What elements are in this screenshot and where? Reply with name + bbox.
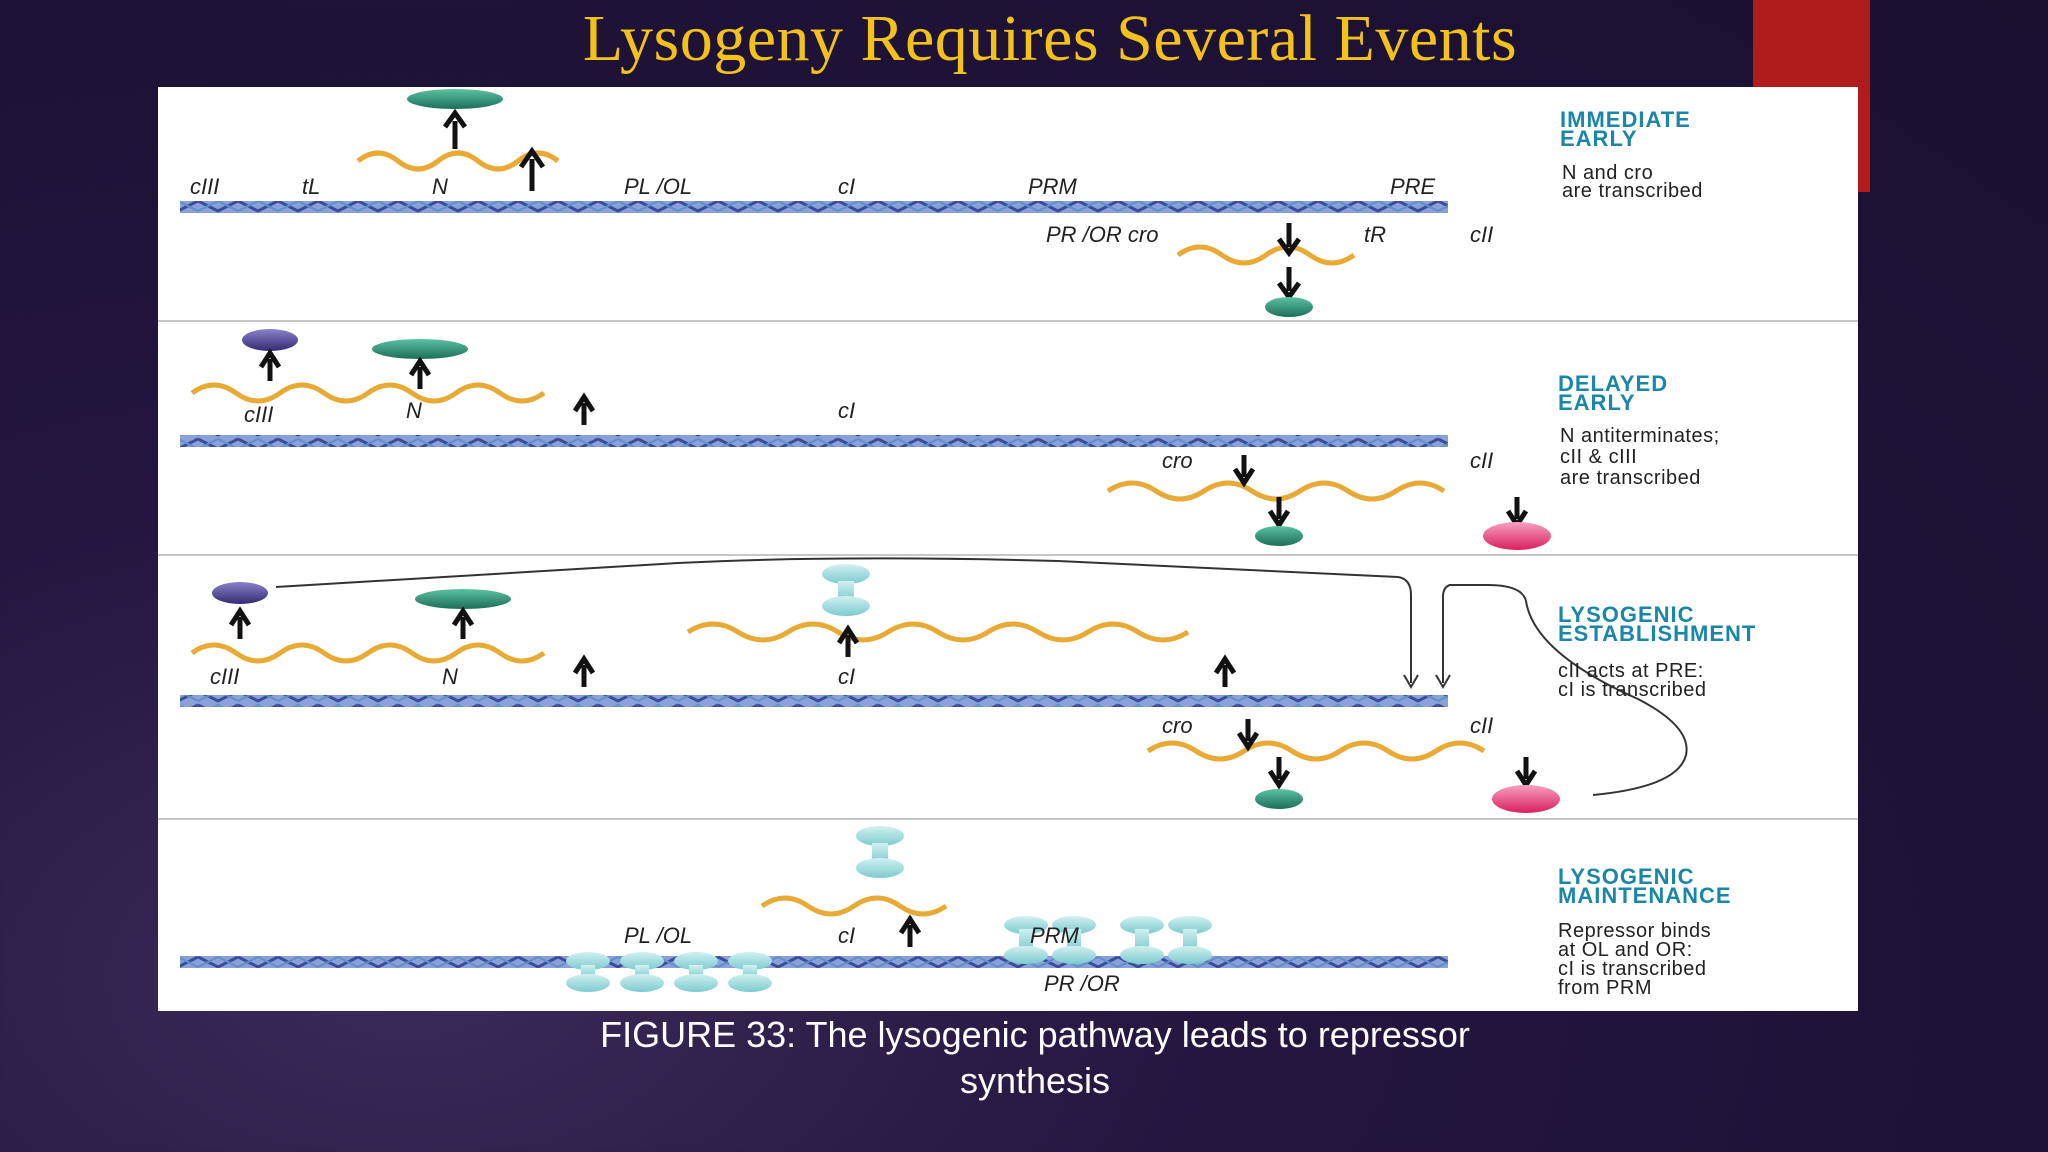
promoter-label-pl-ol: PL /OL [624,174,692,199]
phase-description: N antiterminates; [1560,425,1720,447]
ciii-protein [212,582,268,604]
mrna-transcript [688,624,1188,640]
promoter-label-pl-ol: PL /OL [624,923,692,948]
cro-protein [1255,526,1303,546]
down-arrow-icon [1517,757,1535,785]
gene-label-ci: cI [838,664,855,689]
gene-label-cii: cII [1470,713,1493,738]
n-protein [372,339,468,359]
figure-svg: cIII tL N PL /OL cI PRM PRE PR /OR cro t… [158,87,1858,1011]
up-arrow-icon [231,611,249,639]
gene-label-ci: cI [838,398,855,423]
dna-strand [180,956,1448,968]
up-arrow-icon [261,353,279,381]
promoter-label-pr-or-cro: PR /OR cro [1046,222,1158,247]
gene-label-n: N [442,664,458,689]
lysogeny-figure: cIII tL N PL /OL cI PRM PRE PR /OR cro t… [158,87,1858,1011]
up-arrow-icon [575,659,593,687]
gene-label-ciii: cIII [190,174,219,199]
phase-title: ESTABLISHMENT [1558,621,1756,646]
panel-immediate-early: cIII tL N PL /OL cI PRM PRE PR /OR cro t… [180,89,1703,317]
phase-description: cII & cIII [1560,446,1637,468]
down-arrow-icon [1508,497,1526,525]
promoter-label-pre: PRE [1390,174,1436,199]
repressor-dimer [856,826,904,878]
mrna-transcript [1178,247,1354,263]
figure-caption: FIGURE 33: The lysogenic pathway leads t… [500,1012,1570,1104]
gene-label-cro: cro [1162,713,1193,738]
gene-label-cii: cII [1470,448,1493,473]
caption-line: FIGURE 33: The lysogenic pathway leads t… [500,1012,1570,1058]
down-arrow-icon [1279,267,1299,297]
phase-title: MAINTENANCE [1558,883,1732,908]
slide-title: Lysogeny Requires Several Events [0,0,2048,78]
gene-label-cro: cro [1162,448,1193,473]
gene-label-tl: tL [302,174,320,199]
up-arrow-icon [901,919,919,947]
up-arrow-icon [445,113,465,149]
phase-description: cI is transcribed [1558,679,1707,701]
n-protein [407,89,503,109]
gene-label-ci: cI [838,174,855,199]
down-arrow-icon [1270,757,1288,785]
gene-label-ci: cI [838,923,855,948]
mrna-transcript [762,898,946,914]
repressor-dimer [822,564,870,616]
up-arrow-icon [411,361,429,389]
gene-label-ciii: cIII [210,664,239,689]
cro-protein [1255,789,1303,809]
gene-label-tr: tR [1364,222,1386,247]
n-protein [415,589,511,609]
mrna-transcript [1108,483,1444,499]
phase-description: are transcribed [1562,180,1703,202]
caption-line: synthesis [500,1058,1570,1104]
cii-protein [1492,785,1560,813]
down-arrow-icon [1235,455,1253,483]
mrna-transcript [192,385,544,401]
promoter-label-prm: PRM [1030,923,1080,948]
panel-delayed-early: cIII N cI cro cII DELAYED EARLY N antite… [180,329,1720,550]
gene-label-n: N [432,174,448,199]
phase-description: are transcribed [1560,467,1701,489]
phase-description: from PRM [1558,977,1652,999]
cro-protein [1265,297,1313,317]
promoter-label-prm: PRM [1028,174,1078,199]
up-arrow-icon [1216,659,1234,687]
promoter-label-pr-or: PR /OR [1044,971,1120,996]
down-arrow-icon [1239,719,1257,747]
mrna-transcript [1148,743,1484,759]
dna-strand [180,435,1448,447]
gene-label-n: N [406,398,422,423]
up-arrow-icon [575,397,593,425]
gene-label-ciii: cIII [244,402,273,427]
mrna-transcript [192,645,544,661]
ciii-protein [242,329,298,351]
phase-title: EARLY [1558,390,1636,415]
dna-strand [180,695,1448,707]
dna-strand [180,201,1448,213]
panel-lysogenic-maintenance: PL /OL cI PRM PR /OR LYSOGENIC MAINTENAN… [180,826,1732,999]
cii-protein [1483,522,1551,550]
up-arrow-icon [454,611,472,639]
panel-lysogenic-establishment: cIII N cI cro cII LYSOGENIC ESTABLISHMEN… [180,558,1756,813]
phase-title: EARLY [1560,126,1638,151]
gene-label-cii: cII [1470,222,1493,247]
